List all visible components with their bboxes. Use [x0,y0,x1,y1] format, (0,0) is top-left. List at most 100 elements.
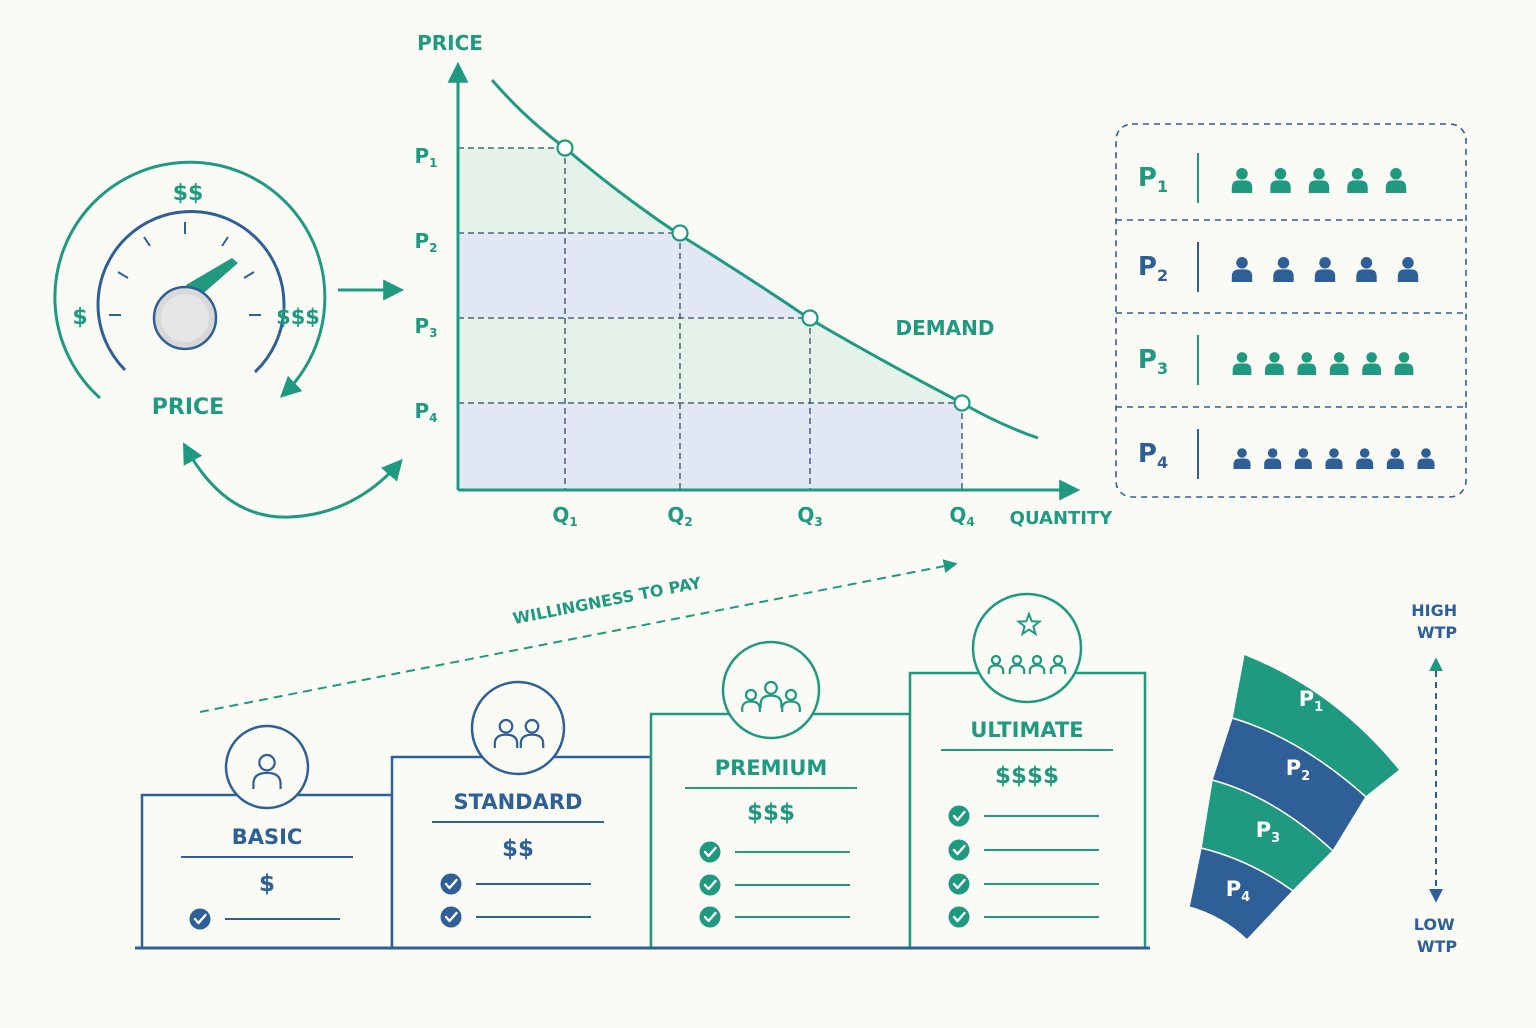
wtp-band: P4 [1188,847,1295,942]
chart-guides [458,147,963,490]
quantity-tick-label: Q2 [667,503,692,529]
three-people-icon [721,640,821,740]
person-icon [1417,448,1435,469]
tier-name: PREMIUM [715,756,828,780]
quantity-tick-label: Q4 [949,503,974,529]
pricing-tiers: BASIC$STANDARD$$ PREMIUM $$$ ULTIMATE $$$$ [140,592,1147,948]
person-icon [1329,352,1349,375]
person-icon [1294,448,1312,469]
tier-card-premium[interactable]: PREMIUM $$$ [649,640,912,948]
feature-row [440,873,591,895]
two-people-icon [470,680,566,776]
feedback-loop-arrow [183,442,403,519]
price-dial: $$ $ $$$ PRICE [53,160,405,519]
person-icon [1314,257,1336,282]
demand-point [556,139,574,157]
wtp-band-label: P3 [1256,818,1280,846]
segment-row: P3 [1138,335,1414,385]
demand-point [953,394,971,412]
feature-row [948,873,1099,895]
group-star-icon [971,592,1083,704]
price-tick-label: P2 [414,229,437,255]
segment-label: P4 [1138,439,1168,472]
demand-point [671,224,689,242]
demand-label: DEMAND [896,316,995,340]
tier-card-standard[interactable]: STANDARD$$ [390,680,653,948]
feature-row [699,841,850,863]
x-axis-label: QUANTITY [1010,508,1114,529]
tier-price: $$$ [747,800,795,826]
person-icon [1325,448,1343,469]
y-axis-label: PRICE [417,31,483,55]
check-icon [699,841,721,863]
check-icon [440,873,462,895]
feature-row [948,805,1099,827]
person-icon [1386,448,1404,469]
person-icon [1297,352,1317,375]
segments-panel-border [1115,123,1467,498]
dial-outer-arc [53,160,327,400]
segment-label: P2 [1138,252,1168,285]
high-wtp-label: HIGH WTP [1411,601,1462,642]
low-wtp-label: LOW WTP [1414,915,1460,956]
dial-knob-center [161,294,209,342]
feature-row [948,839,1099,861]
person-icon [1231,257,1253,282]
chart-shading [458,148,962,490]
person-icon [1397,257,1419,282]
feature-row [699,874,850,896]
wtp-band-label: P4 [1226,877,1250,905]
check-icon [440,906,462,928]
person-icon [1265,352,1284,375]
feature-row [699,906,850,928]
check-icon [948,873,970,895]
person-icon [1232,352,1252,375]
wtp-band-label: P1 [1299,687,1323,715]
tier-card-basic[interactable]: BASIC$ [140,724,394,948]
price-tick-label: P1 [414,144,437,170]
tier-frame [908,671,1147,948]
tier-name: STANDARD [454,790,583,814]
price-tick-label: P3 [414,314,437,340]
dial-ticks [109,222,261,316]
check-icon [699,874,721,896]
dial-high-label: $$$ [276,305,320,329]
willingness-to-pay-arrow [199,559,958,713]
wtp-scale: HIGH WTP LOW WTP [1411,601,1462,956]
dial-price-label: PRICE [152,395,224,420]
dial-needle [186,258,238,298]
dial-low-label: $ [72,305,87,330]
person-icon [1270,168,1291,193]
person-icon [1394,352,1414,375]
star-icon [1015,611,1043,637]
person-icon [1308,168,1330,193]
tier-price: $$$$ [995,763,1059,789]
person-icon [1385,168,1407,193]
quantity-tick-label: Q1 [552,503,577,529]
feature-row [948,906,1099,928]
check-icon [948,906,970,928]
single-person-icon [224,724,310,810]
demand-point [801,309,819,327]
dial-inner-arc [96,210,286,374]
segment-label: P1 [1138,163,1168,196]
segment-row: P1 [1138,153,1407,203]
feature-row [440,906,591,928]
person-icon [1356,257,1377,282]
person-icon [1231,168,1253,193]
segment-row: P2 [1138,242,1419,292]
tier-card-ultimate[interactable]: ULTIMATE $$$$ [908,592,1147,948]
person-icon [1356,448,1374,469]
check-icon [189,908,211,930]
person-icon [1273,257,1294,282]
person-icon [1233,448,1251,469]
tier-frame [649,712,912,948]
tier-name: ULTIMATE [970,718,1083,742]
dial-mid-label: $$ [173,181,204,206]
segment-label: P3 [1138,345,1168,378]
